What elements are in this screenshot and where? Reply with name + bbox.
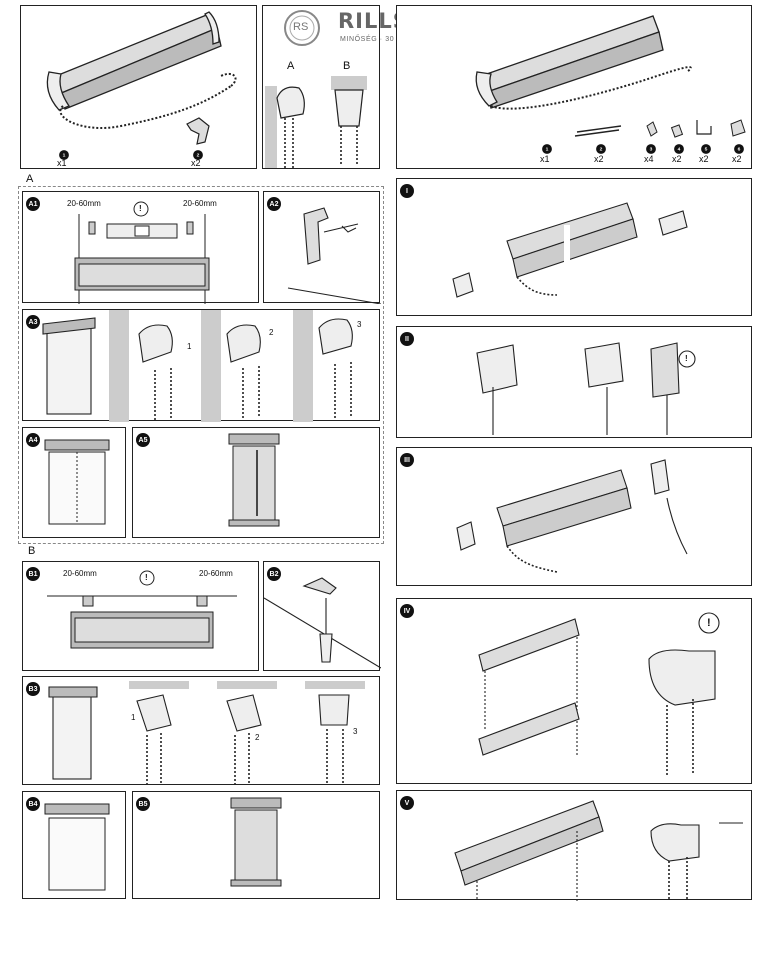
step-a4-illustration (44, 439, 110, 525)
part-count: x2 (594, 154, 604, 164)
parts-illustration (475, 15, 746, 138)
step-a1-panel: A1 20-60mm 20-60mm ! (22, 191, 259, 304)
step-a3-panel: A3 1 2 3 (22, 309, 380, 422)
step-4-badge: IV (400, 604, 414, 618)
part-number-badge: 2 (193, 150, 203, 160)
step-5-badge: V (400, 796, 414, 810)
step-a4-badge: A4 (26, 433, 40, 447)
callout-label: 3 (353, 727, 358, 736)
step-b4-panel: B4 (22, 791, 126, 899)
step-b3-panel: B3 1 2 3 (22, 676, 380, 785)
warning-icon: ! (145, 573, 148, 582)
mount-type-b-label: B (343, 60, 351, 72)
step-5-panel: V (396, 790, 752, 901)
step-a2-panel: A2 (263, 191, 381, 304)
section-a-label: A (26, 173, 34, 185)
parts-panel-left: 1 x1 2 x2 (20, 5, 257, 169)
cable-part-icon (574, 125, 622, 137)
part-number-badge: 3 (646, 144, 656, 154)
clip-part-icon (670, 124, 684, 138)
step-b4-badge: B4 (26, 797, 40, 811)
step-b5-panel: B5 (132, 791, 380, 899)
step-4-illustration (478, 612, 720, 775)
warning-icon: ! (139, 204, 142, 213)
step-b1-badge: B1 (26, 567, 40, 581)
part-count: x2 (732, 154, 742, 164)
callout-label: 1 (187, 342, 192, 351)
step-b3-illustration (48, 681, 365, 785)
step-a4-panel: A4 (22, 427, 126, 538)
part-count: x4 (644, 154, 654, 164)
part-count: x1 (57, 158, 67, 168)
part-count: x2 (699, 154, 709, 164)
dimension-label: 20-60mm (63, 569, 97, 578)
holder-part-icon (730, 119, 746, 137)
part-count: x1 (540, 154, 550, 164)
brand-mark-text: RS (293, 21, 309, 33)
part-number-badge: 6 (734, 144, 744, 154)
callout-label: 3 (357, 320, 362, 329)
step-1-illustration (452, 196, 688, 298)
bracket-part-icon (186, 117, 210, 145)
step-4-panel: IV ! (396, 598, 752, 784)
callout-label: 2 (255, 733, 260, 742)
part-number-badge: 5 (701, 144, 711, 154)
parts-panel-right: 1 x1 2 x2 3 x4 4 x2 5 x2 6 x2 (396, 5, 752, 169)
step-a2-badge: A2 (267, 197, 281, 211)
callout-label: 1 (131, 713, 136, 722)
step-a5-panel: A5 (132, 427, 380, 538)
step-a1-badge: A1 (26, 197, 40, 211)
step-2-illustration (476, 342, 696, 435)
mount-type-panel: A B (262, 5, 380, 169)
step-b2-panel: B2 (263, 561, 381, 671)
part-number-badge: 4 (674, 144, 684, 154)
step-b4-illustration (44, 803, 110, 891)
part-number-badge: 2 (596, 144, 606, 154)
step-1-badge: I (400, 184, 414, 198)
step-a5-badge: A5 (136, 433, 150, 447)
step-b5-badge: B5 (136, 797, 150, 811)
step-a1-illustration (74, 201, 210, 304)
step-3-badge: III (400, 453, 414, 467)
part-count: x2 (191, 158, 201, 168)
step-b3-badge: B3 (26, 682, 40, 696)
step-b1-panel: B1 20-60mm 20-60mm ! (22, 561, 259, 671)
part-number-badge: 1 (59, 150, 69, 160)
cap-part-icon (646, 121, 658, 137)
step-3-panel: III (396, 447, 752, 586)
dimension-label: 20-60mm (199, 569, 233, 578)
warning-icon: ! (685, 354, 688, 363)
mount-type-illustration (265, 76, 367, 168)
step-a2-illustration (287, 207, 381, 304)
step-a3-badge: A3 (26, 315, 40, 329)
step-3-illustration (456, 459, 688, 573)
step-b1-illustration (47, 570, 237, 649)
part-number-badge: 1 (542, 144, 552, 154)
step-a3-illustration (42, 310, 353, 422)
dimension-label: 20-60mm (67, 199, 101, 208)
step-5-illustration (454, 800, 743, 901)
step-a5-illustration (228, 433, 280, 527)
step-1-panel: I (396, 178, 752, 316)
step-b5-illustration (230, 797, 282, 887)
step-2-panel: II ! (396, 326, 752, 438)
warning-icon: ! (707, 617, 711, 629)
step-2-badge: II (400, 332, 414, 346)
step-b2-badge: B2 (267, 567, 281, 581)
brand-mark-icon (284, 10, 320, 46)
section-a-frame (18, 186, 384, 544)
hook-part-icon (696, 120, 712, 135)
section-b-label: B (28, 545, 36, 557)
mount-type-a-label: A (287, 60, 295, 72)
dimension-label: 20-60mm (183, 199, 217, 208)
callout-label: 2 (269, 328, 274, 337)
step-b2-illustration (264, 577, 381, 669)
roller-blind-illustration (46, 11, 237, 145)
part-count: x2 (672, 154, 682, 164)
